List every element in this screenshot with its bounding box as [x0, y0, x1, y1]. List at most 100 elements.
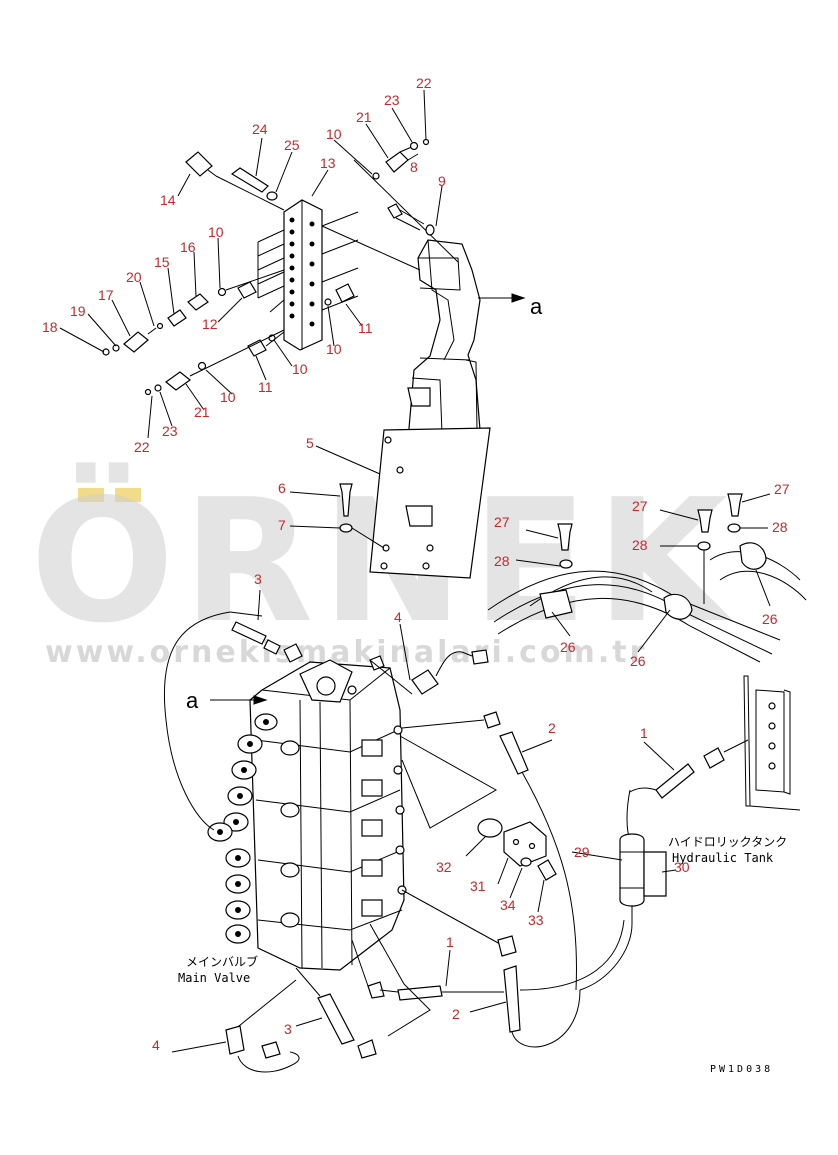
callout-22: 22 [416, 75, 432, 91]
sensor-4-top [411, 669, 439, 695]
callout-10: 10 [292, 361, 308, 377]
washer-34 [520, 857, 532, 867]
hose-2-top [499, 731, 529, 775]
bolt-27-a [557, 523, 573, 551]
callout-27: 27 [774, 481, 790, 497]
callout-19: 19 [70, 303, 86, 319]
callout-27: 27 [494, 514, 510, 530]
sensor-4-bottom [225, 1025, 245, 1055]
callout-26: 26 [560, 639, 576, 655]
bolt-33 [537, 859, 557, 881]
callout-4: 4 [152, 1037, 160, 1053]
callout-20: 20 [126, 269, 142, 285]
pipe-assembly [487, 493, 807, 663]
callout-17: 17 [98, 287, 114, 303]
bolt-27-b [697, 509, 713, 533]
hose-2-bottom [503, 965, 521, 1033]
clamp-26-left [539, 589, 573, 619]
callout-30: 30 [674, 859, 690, 875]
callout-28: 28 [772, 519, 788, 535]
callout-26: 26 [762, 611, 778, 627]
callout-29: 29 [574, 844, 590, 860]
manifold-block [283, 199, 323, 351]
callout-23: 23 [384, 92, 400, 108]
callout-33: 33 [528, 912, 544, 928]
callout-14: 14 [160, 192, 176, 208]
callout-21: 21 [194, 404, 210, 420]
callout-18: 18 [42, 319, 58, 335]
fitting-16 [187, 293, 209, 311]
callout-25: 25 [284, 137, 300, 153]
callout-11: 11 [358, 320, 373, 336]
callout-7: 7 [278, 517, 286, 533]
callout-10: 10 [208, 224, 224, 240]
callout-3: 3 [284, 1021, 292, 1037]
callout-34: 34 [500, 897, 516, 913]
callouts: 22 23 21 8 10 24 25 13 14 9 10 16 15 20 … [42, 75, 790, 1053]
bolt-24 [230, 167, 269, 193]
hydraulic-tank-label-en: Hydraulic Tank [672, 851, 774, 865]
hydraulic-tank-label-jp: ハイドロリックタンク [668, 835, 787, 849]
callout-13: 13 [320, 155, 336, 171]
clamp-26-mid [663, 593, 693, 620]
clamp-26-right [739, 542, 767, 570]
fitting-21-top [385, 151, 409, 173]
watermark-umlaut-right [115, 488, 141, 502]
watermark-umlaut-left [78, 488, 104, 502]
callout-23: 23 [162, 423, 178, 439]
callout-2: 2 [452, 1006, 460, 1022]
tank-filter-29 [619, 833, 645, 907]
drawing-code: PW1D038 [710, 1064, 773, 1075]
tank-side [743, 675, 801, 811]
callout-11: 11 [258, 379, 273, 395]
callout-28: 28 [632, 537, 648, 553]
callout-24: 24 [252, 121, 268, 137]
callout-12: 12 [202, 316, 218, 332]
hose-3-bottom [317, 993, 355, 1045]
bolt-27-c [727, 493, 743, 517]
callout-1: 1 [446, 934, 454, 950]
callout-16: 16 [180, 239, 196, 255]
callout-10: 10 [220, 389, 236, 405]
bolt-9 [387, 203, 403, 219]
fitting-21-lower [165, 371, 191, 391]
callout-10: 10 [326, 126, 342, 142]
base-plate [369, 427, 491, 579]
upper-assembly: a [102, 138, 543, 579]
cap-32 [477, 818, 503, 838]
callout-5: 5 [306, 435, 314, 451]
callout-22: 22 [134, 439, 150, 455]
fitting-14 [185, 151, 213, 177]
plug-12 [237, 281, 257, 299]
main-valve-label-en: Main Valve [178, 971, 250, 985]
callout-leaders [59, 89, 771, 1053]
fitting-15 [167, 309, 187, 327]
plug-11-lower [247, 339, 267, 357]
hose-lines [163, 611, 801, 1073]
bolt-6 [339, 483, 353, 517]
view-label-top: a [530, 294, 543, 319]
callout-21: 21 [356, 109, 372, 125]
main-valve-label-jp: メインバルブ [186, 954, 258, 969]
callout-31: 31 [470, 878, 486, 894]
callout-8: 8 [410, 159, 418, 175]
callout-9: 9 [438, 173, 446, 189]
view-label-left: a [186, 688, 199, 713]
callout-32: 32 [436, 859, 452, 875]
hose-3-top [231, 621, 267, 645]
callout-3: 3 [254, 571, 262, 587]
main-valve: a [186, 655, 407, 971]
callout-10: 10 [326, 341, 342, 357]
fitting-17 [123, 331, 149, 353]
hose-1-bottom [397, 985, 443, 1001]
hose-1-top [655, 763, 695, 799]
callout-15: 15 [154, 254, 170, 270]
callout-28: 28 [494, 553, 510, 569]
plug-11-right [335, 283, 355, 303]
block-31 [503, 821, 547, 867]
callout-26: 26 [630, 653, 646, 669]
callout-4: 4 [394, 609, 402, 625]
callout-1: 1 [640, 725, 648, 741]
tank-bracket-30 [643, 851, 667, 897]
